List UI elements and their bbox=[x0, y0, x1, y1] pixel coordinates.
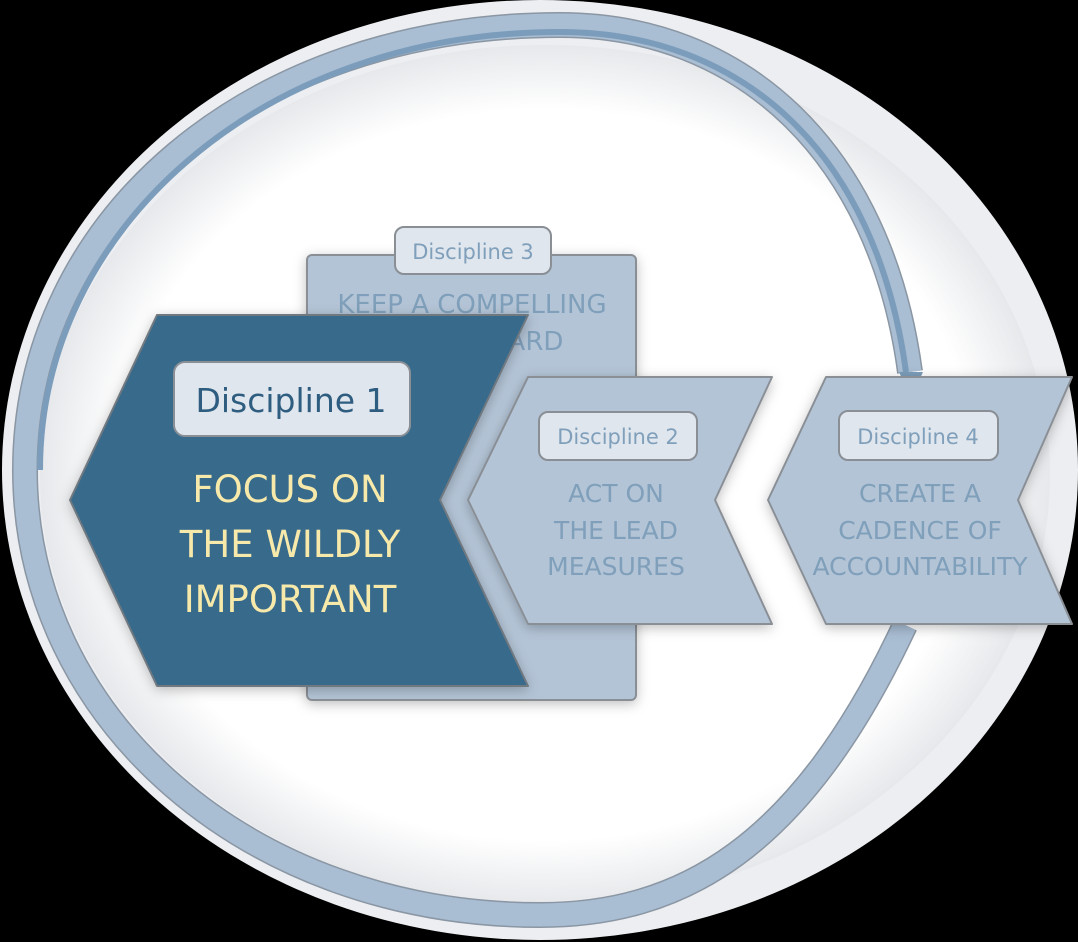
discipline-2-line-2: THE LEAD bbox=[553, 516, 678, 545]
discipline-3-label: Discipline 3 bbox=[412, 240, 534, 264]
discipline-1-label: Discipline 1 bbox=[195, 381, 386, 420]
discipline-3-label-box bbox=[394, 226, 552, 275]
discipline-4-line-1: CREATE A bbox=[859, 479, 981, 508]
discipline-4-label: Discipline 4 bbox=[857, 425, 979, 449]
discipline-1-line-1: FOCUS ON bbox=[192, 468, 387, 511]
cycle-arrow bbox=[11, 11, 923, 929]
discipline-2-line-3: MEASURES bbox=[547, 552, 685, 581]
discipline-1-line-2: THE WILDLY bbox=[179, 523, 401, 566]
discipline-4-line-2: CADENCE OF bbox=[838, 516, 1002, 545]
discipline-1-label-box bbox=[173, 361, 411, 437]
discipline-2-label: Discipline 2 bbox=[557, 425, 679, 449]
discipline-4-line-3: ACCOUNTABILITY bbox=[812, 552, 1028, 581]
discipline-2-line-1: ACT ON bbox=[568, 479, 664, 508]
discipline-1-line-3: IMPORTANT bbox=[184, 578, 397, 621]
discipline-4-label-box bbox=[838, 410, 999, 461]
discipline-2-label-box bbox=[538, 411, 698, 461]
